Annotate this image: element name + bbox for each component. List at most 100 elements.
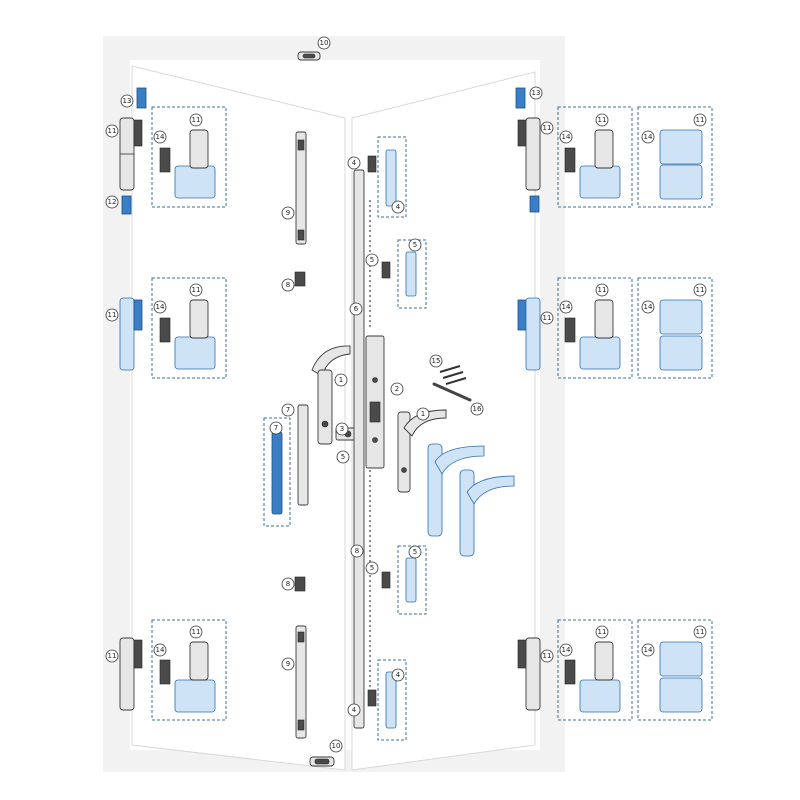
right-detail-box-5b [397,545,427,615]
right-keeper-bottom [381,571,391,589]
svg-text:14: 14 [644,303,653,311]
svg-text:1: 1 [339,376,343,384]
callout-11-box-r2b: 11 [693,283,707,297]
bottom-stopper [309,756,335,767]
svg-text:9: 9 [286,660,290,668]
callout-9-bottom: 9 [281,657,295,671]
callout-5-bottom: 5 [365,561,379,575]
svg-text:4: 4 [396,671,401,679]
left-bottom-rod [295,625,307,739]
strike-detail-blue [271,431,283,515]
svg-text:14: 14 [156,133,165,141]
svg-text:11: 11 [192,628,201,636]
callout-11-left-1: 11 [105,124,119,138]
callout-11-box-r1b: 11 [693,113,707,127]
right-hinge-base-blue [529,195,540,213]
svg-text:5: 5 [370,564,374,572]
callout-11-box-r3b: 11 [693,625,707,639]
callout-14-l1: 14 [153,130,167,144]
svg-text:11: 11 [192,116,201,124]
callout-5-center: 5 [336,450,350,464]
svg-text:13: 13 [123,97,132,105]
callout-11-box-r2a: 11 [595,283,609,297]
right-detail-box-bottom [377,659,407,741]
callout-11-box-l2: 11 [189,283,203,297]
left-hinge-detail-bottom [151,619,227,721]
right-bottom-hinge [517,637,541,711]
callout-8-center: 8 [350,544,364,558]
left-bottom-hinge [119,637,143,711]
svg-text:11: 11 [598,286,607,294]
callout-2-lock: 2 [390,382,404,396]
multipoint-strip [353,169,365,729]
callout-8-left-bottom: 8 [281,577,295,591]
svg-text:10: 10 [332,742,341,750]
svg-text:11: 11 [598,628,607,636]
callout-11-left-3: 11 [105,649,119,663]
callout-11-right-3: 11 [540,649,554,663]
callout-14-r3b: 14 [641,643,655,657]
callout-14-r3a: 14 [559,643,573,657]
callout-13-left: 13 [120,94,134,108]
callout-4-bottom-box: 4 [391,668,405,682]
callout-9-top: 9 [281,206,295,220]
svg-text:14: 14 [644,133,653,141]
svg-text:11: 11 [192,286,201,294]
outer-handle [311,345,351,445]
callout-14-r1a: 14 [559,130,573,144]
callout-13-right: 13 [529,86,543,100]
svg-text:5: 5 [370,256,374,264]
right-hinge-details-top [557,106,713,208]
right-middle-hinge [517,297,541,371]
left-top-hinge [119,117,143,191]
svg-text:12: 12 [108,198,117,206]
svg-text:8: 8 [355,547,359,555]
right-bolt-bottom [367,689,377,707]
svg-text:16: 16 [473,405,482,413]
callouts: 10 10 13 13 11 11 11 11 11 11 11 11 11 1… [105,36,707,753]
blue-handle-variant-2 [459,469,515,557]
right-keeper-top [381,261,391,279]
inner-handle [397,409,447,493]
svg-text:14: 14 [562,133,571,141]
strike-detail-box [263,417,291,527]
svg-text:14: 14 [156,646,165,654]
right-detail-box-5a [397,239,427,309]
svg-text:9: 9 [286,209,290,217]
svg-text:4: 4 [352,159,357,167]
callout-11-right-2: 11 [540,311,554,325]
svg-text:11: 11 [696,286,705,294]
svg-text:5: 5 [413,241,417,249]
left-middle-hinge [119,297,143,371]
callout-10-bottom: 10 [329,739,343,753]
svg-text:4: 4 [396,203,401,211]
svg-text:5: 5 [341,453,345,461]
svg-text:7: 7 [274,424,278,432]
left-hinge-detail-top [151,106,227,208]
svg-text:1: 1 [421,410,425,418]
svg-text:11: 11 [108,652,117,660]
callout-14-r2a: 14 [559,300,573,314]
svg-text:11: 11 [598,116,607,124]
callout-4-top-box: 4 [391,200,405,214]
left-strike-plate [297,404,309,506]
callout-1-inner-handle: 1 [416,407,430,421]
left-keeper-bottom [294,576,306,592]
callout-5-top: 5 [365,253,379,267]
right-top-hinge [517,117,541,191]
spindle-bar [432,382,472,402]
svg-text:6: 6 [354,305,359,313]
blue-handle-variant-1 [427,443,485,537]
mortise-lock-body [365,335,385,469]
right-detail-box-top [377,136,407,218]
svg-text:14: 14 [562,303,571,311]
left-hinge-cap-blue [136,87,147,109]
svg-text:10: 10 [320,39,329,47]
svg-text:11: 11 [696,116,705,124]
screws-set [439,365,467,385]
svg-text:11: 11 [543,124,552,132]
callout-14-r2b: 14 [641,300,655,314]
right-hinge-details-bottom [557,619,713,721]
callout-10-top: 10 [317,36,331,50]
callout-5-top-box: 5 [408,238,422,252]
